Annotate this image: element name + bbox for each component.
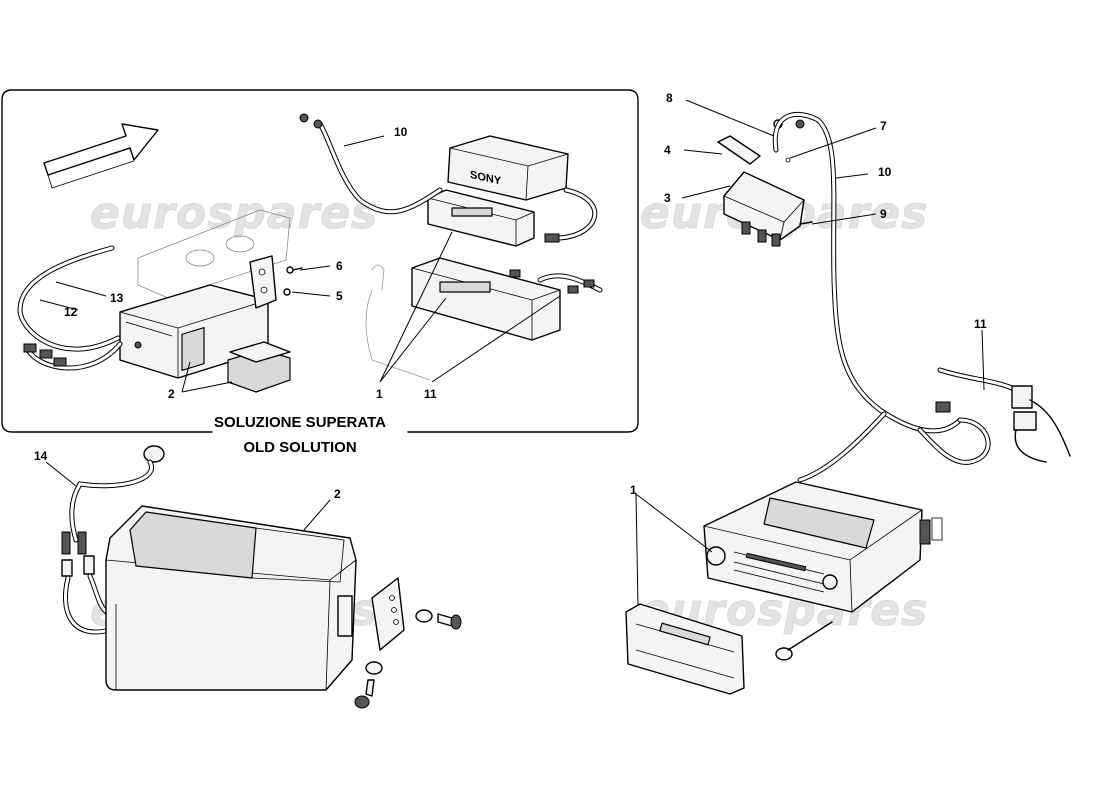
callout-5: 5	[336, 289, 343, 303]
callout-7: 7	[880, 119, 887, 133]
cd-changer-assembly: 14 2	[34, 445, 462, 709]
mounting-bracket	[371, 577, 405, 651]
washer	[415, 609, 433, 623]
callout-10: 10	[878, 165, 892, 179]
removal-key-icon	[787, 621, 833, 651]
callout-12: 12	[64, 305, 78, 319]
callout-10: 10	[394, 125, 408, 139]
callout-14: 14	[34, 449, 48, 463]
bracket	[717, 135, 761, 165]
callout-9: 9	[880, 207, 887, 221]
callout-6: 6	[336, 259, 343, 273]
radio-assembly: 8 7 4 10 3 9 11 1	[625, 91, 1071, 695]
callout-11: 11	[974, 317, 987, 331]
sony-amplifier	[447, 135, 569, 201]
old-solution-panel: SOLUZIONE SUPERATA OLD SOLUTION	[1, 89, 639, 456]
radio-unit-old	[427, 189, 535, 247]
radio-chassis-old	[411, 257, 561, 341]
callout-1: 1	[376, 387, 383, 401]
direction-arrow-icon	[43, 123, 159, 176]
face-plate	[625, 603, 745, 695]
callout-8: 8	[666, 91, 673, 105]
callout-11: 11	[424, 387, 437, 401]
connector	[1011, 385, 1033, 409]
washer	[365, 661, 383, 675]
callout-4: 4	[664, 143, 671, 157]
radio-unit	[703, 481, 923, 613]
screw	[437, 613, 453, 627]
callout-2: 2	[168, 387, 175, 401]
callout-2: 2	[334, 487, 341, 501]
callout-3: 3	[664, 191, 671, 205]
screw	[365, 679, 375, 697]
support-plate	[249, 255, 277, 309]
callout-13: 13	[110, 291, 124, 305]
watermark: eurospares	[90, 188, 378, 239]
caption-line-2: OLD SOLUTION	[243, 439, 356, 456]
caption-line-1: SOLUZIONE SUPERATA	[214, 414, 386, 431]
callout-1: 1	[630, 483, 637, 497]
